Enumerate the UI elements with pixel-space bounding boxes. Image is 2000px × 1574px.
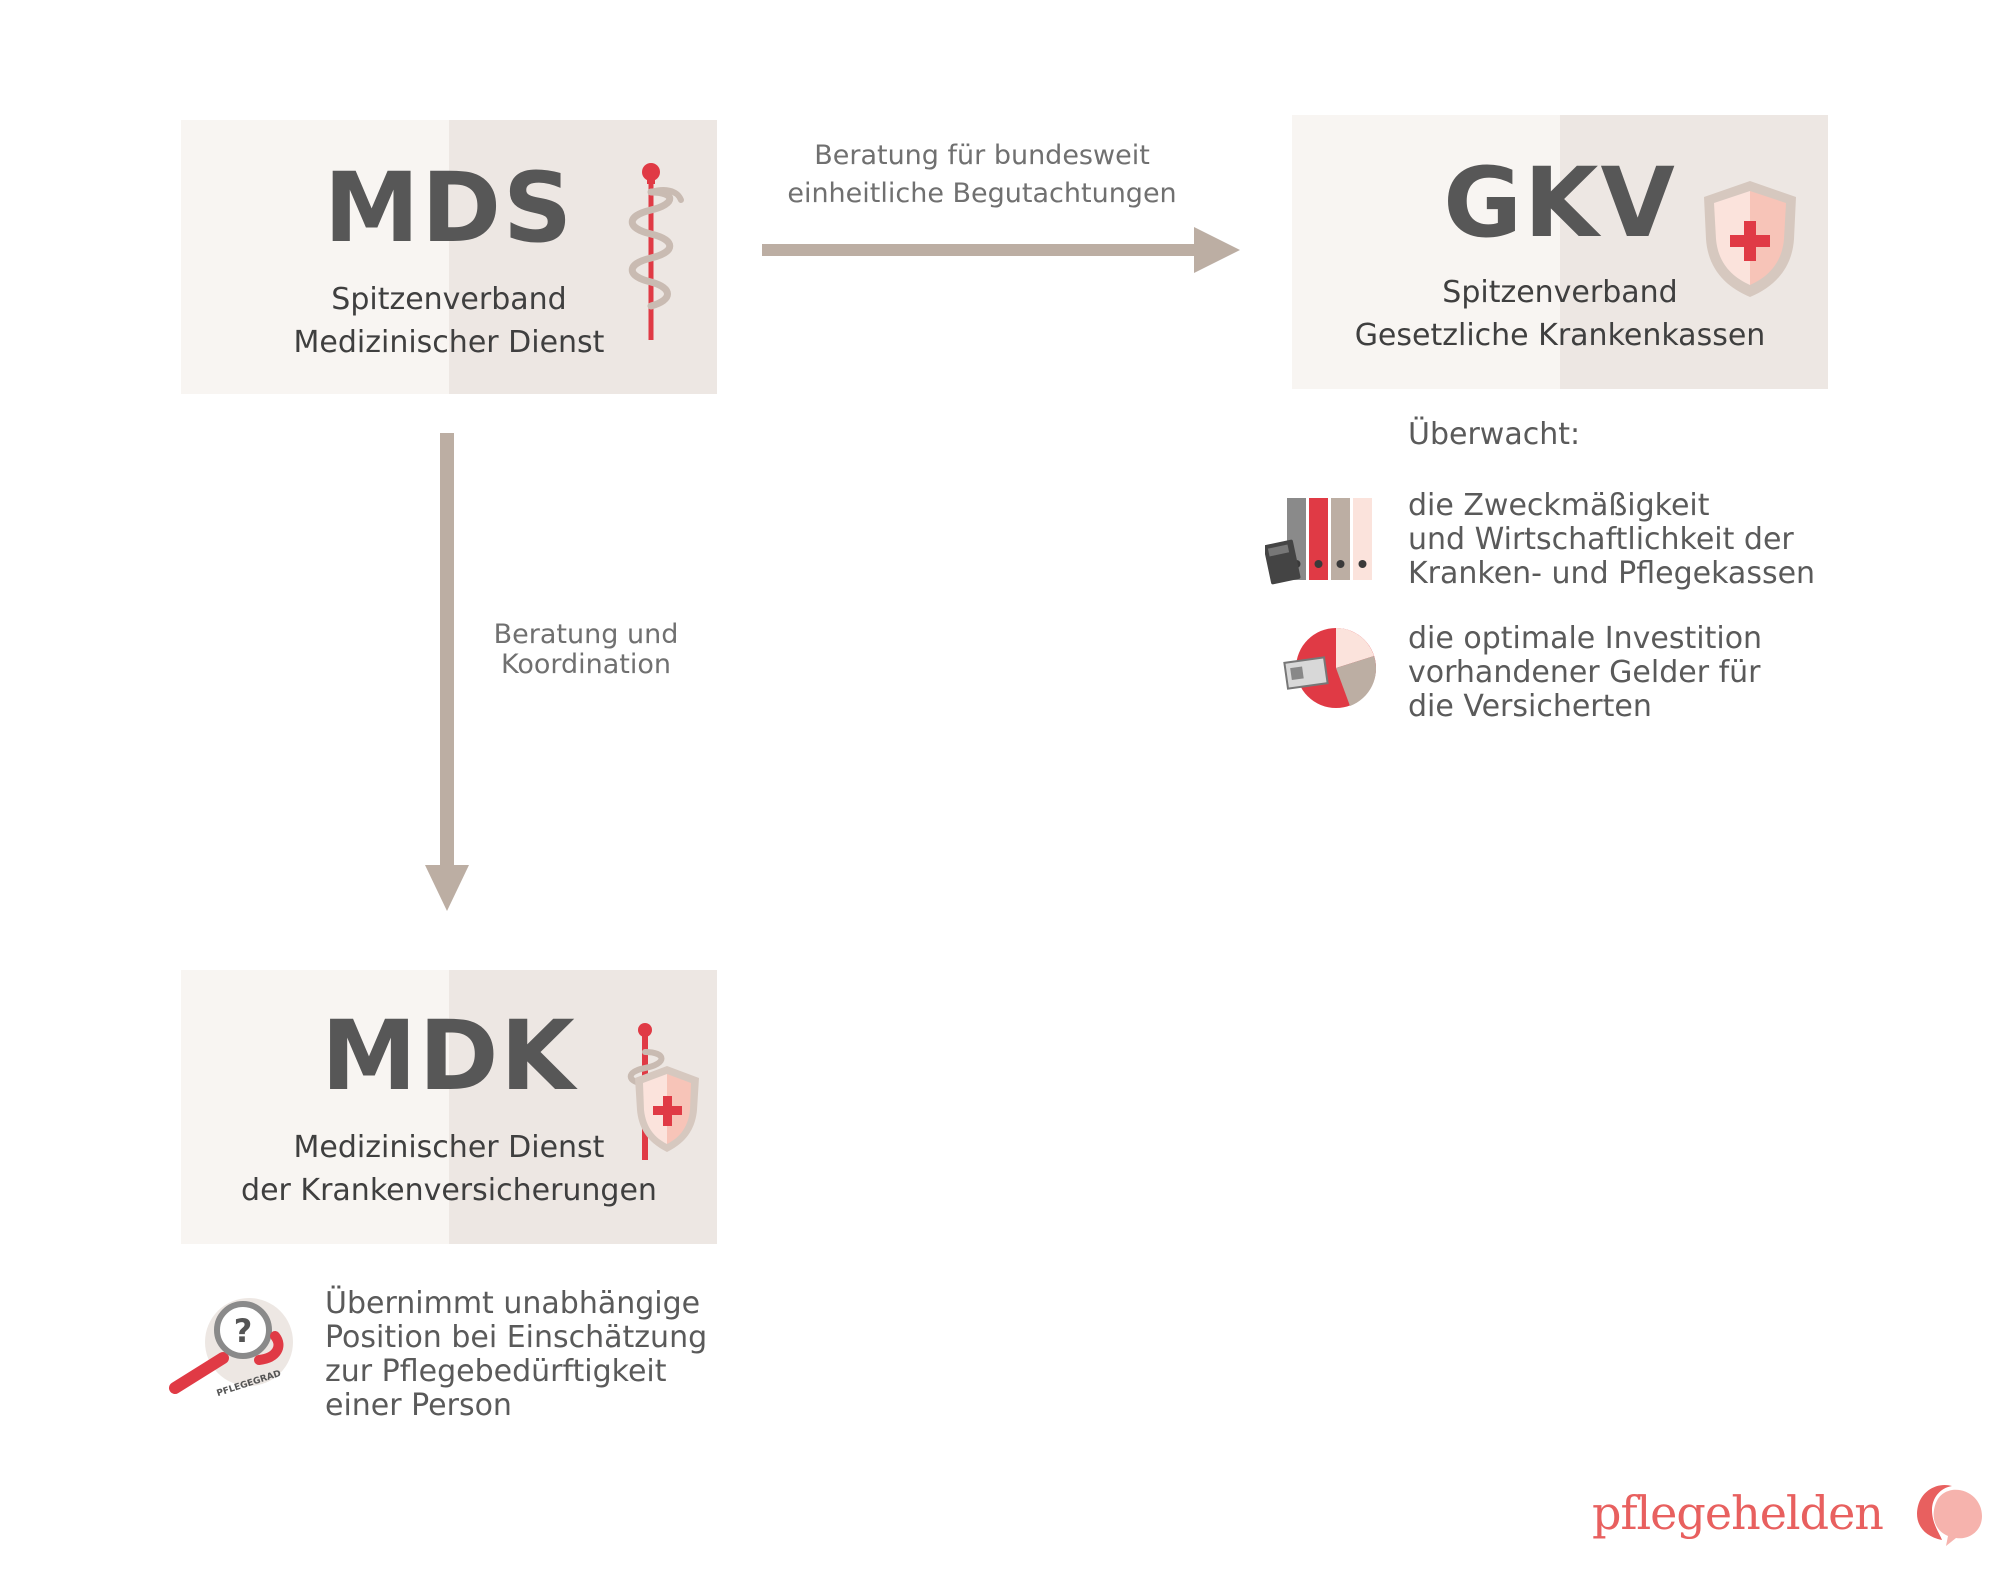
mds-subtitle-line-1: Spitzenverband	[331, 282, 567, 317]
mdk-task-line-3: zur Pflegebedürftigkeit	[325, 1354, 667, 1389]
gkv-box: GKV Spitzenverband Gesetzliche Krankenka…	[1292, 115, 1828, 389]
svg-text:?: ?	[234, 1312, 253, 1350]
mds-subtitle-line-2: Medizinischer Dienst	[293, 325, 605, 360]
caduceus-icon	[628, 163, 684, 340]
gkv-monitors-heading: Überwacht:	[1408, 417, 1581, 452]
mdk-subtitle: Medizinischer Dienst der Krankenversiche…	[181, 1126, 717, 1212]
shield-cross-icon	[1704, 181, 1796, 297]
gkv-monitor-item-1: die Zweckmäßigkeit und Wirtschaftlichkei…	[1408, 489, 1815, 591]
gkv-subtitle: Spitzenverband Gesetzliche Krankenkassen	[1292, 271, 1828, 357]
arrow-mds-to-mdk	[425, 433, 469, 911]
mdk-task-text: Übernimmt unabhängige Position bei Einsc…	[325, 1287, 707, 1423]
mdk-subtitle-line-1: Medizinischer Dienst	[293, 1130, 605, 1165]
speech-heart-icon	[1917, 1484, 1982, 1546]
arrow-down-label-line-1: Beratung und	[493, 619, 679, 650]
logo-text: pflegehelden	[1592, 1486, 1884, 1540]
mds-title: MDS	[323, 152, 575, 264]
pie-chart-money-icon	[1283, 628, 1377, 708]
pflegehelden-logo: pflegehelden	[1592, 1490, 1884, 1536]
mdk-task-line-4: einer Person	[325, 1388, 512, 1423]
arrow-right-label-line-2: einheitliche Begutachtungen	[787, 178, 1177, 209]
binders-icon	[1265, 498, 1372, 585]
mds-box: MDS Spitzenverband Medizinischer Dienst	[181, 120, 717, 394]
gkv-monitor-item-1-line-3: Kranken- und Pflegekassen	[1408, 556, 1816, 591]
arrow-mds-to-gkv	[762, 227, 1240, 273]
gkv-monitor-item-1-line-2: und Wirtschaftlichkeit der	[1408, 522, 1794, 557]
gkv-monitor-item-2-line-2: vorhandener Gelder für	[1408, 655, 1761, 690]
gkv-title: GKV	[1443, 147, 1677, 259]
mdk-task-line-2: Position bei Einschätzung	[325, 1320, 708, 1355]
gkv-subtitle-line-2: Gesetzliche Krankenkassen	[1354, 318, 1766, 353]
mds-subtitle: Spitzenverband Medizinischer Dienst	[181, 278, 717, 364]
mdk-subtitle-line-2: der Krankenversicherungen	[241, 1173, 657, 1208]
magnifier-question-icon: ? PFLEGEGRAD	[169, 1298, 293, 1398]
gkv-subtitle-line-1: Spitzenverband	[1442, 275, 1678, 310]
mdk-task-line-1: Übernimmt unabhängige	[325, 1286, 701, 1321]
arrow-down-label-line-2: Koordination	[500, 649, 672, 680]
mdk-title: MDK	[321, 1000, 577, 1112]
mdk-box: MDK Medizinischer Dienst der Krankenvers…	[181, 970, 717, 1244]
arrow-right-label-line-1: Beratung für bundesweit	[814, 140, 1150, 171]
gkv-monitor-item-2-line-3: die Versicherten	[1408, 689, 1652, 724]
gkv-monitor-item-1-line-1: die Zweckmäßigkeit	[1408, 488, 1710, 523]
caduceus-shield-icon	[627, 1023, 699, 1160]
arrow-down-label: Beratung und Koordination	[466, 620, 706, 680]
gkv-monitor-item-2-line-1: die optimale Investition	[1408, 621, 1763, 656]
gkv-monitor-item-2: die optimale Investition vorhandener Gel…	[1408, 622, 1762, 724]
arrow-right-label: Beratung für bundesweit einheitliche Beg…	[762, 137, 1202, 213]
